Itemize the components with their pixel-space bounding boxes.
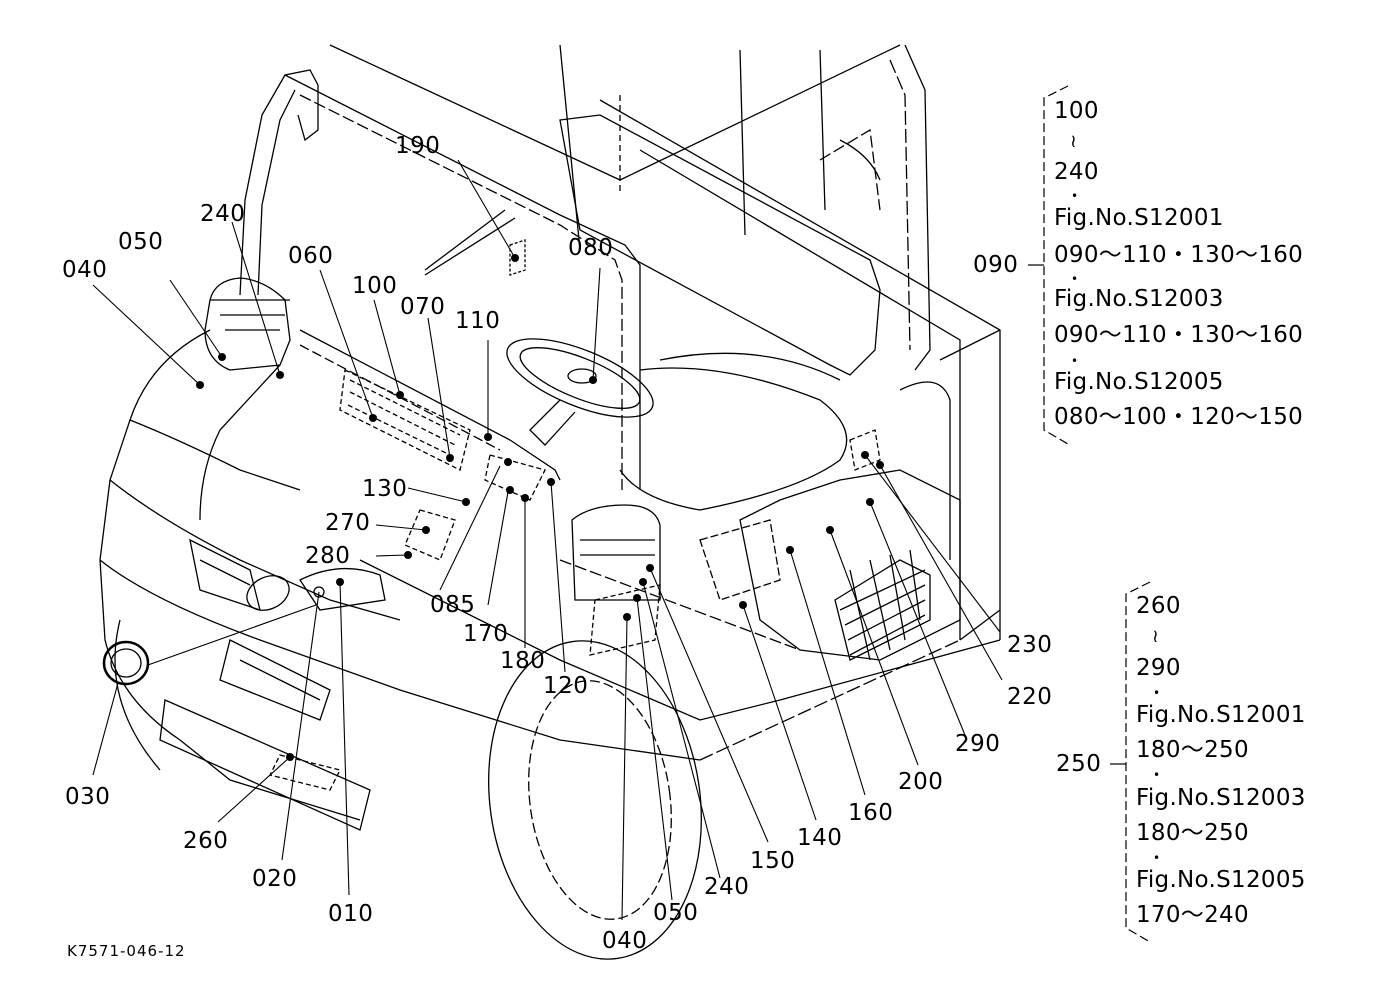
callout-170: 170 bbox=[463, 621, 509, 647]
front-wheel bbox=[114, 619, 702, 960]
callout-020: 020 bbox=[252, 866, 298, 892]
callout-260: 260 bbox=[183, 828, 229, 854]
callout-060: 060 bbox=[288, 243, 334, 269]
note-line: Fig.No.S12001 bbox=[1054, 205, 1224, 231]
callout-110: 110 bbox=[455, 308, 501, 334]
rops-frame bbox=[239, 44, 931, 490]
note-line: Fig.No.S12003 bbox=[1136, 785, 1306, 811]
bracket-090 bbox=[1028, 85, 1069, 445]
callout-150: 150 bbox=[750, 848, 796, 874]
note-line: 090～110・130～160 bbox=[1054, 322, 1304, 348]
callout-270: 270 bbox=[325, 510, 371, 536]
callout-070: 070 bbox=[400, 294, 446, 320]
rops-boot-left bbox=[210, 299, 290, 331]
steering-wheel bbox=[506, 338, 654, 446]
callout-220: 220 bbox=[1007, 684, 1053, 710]
group-ref-090: 090 bbox=[973, 252, 1019, 278]
note-line: ≀ bbox=[1152, 626, 1160, 647]
callout-100: 100 bbox=[352, 273, 398, 299]
right-fender bbox=[699, 381, 961, 661]
decal-strip bbox=[269, 369, 881, 791]
callout-040-right: 040 bbox=[602, 928, 648, 954]
note-line: ≀ bbox=[1070, 131, 1078, 152]
callout-080: 080 bbox=[568, 235, 614, 261]
note-line: 090～110・130～160 bbox=[1054, 242, 1304, 268]
emblem-030 bbox=[102, 640, 150, 686]
callout-050-right: 050 bbox=[653, 900, 699, 926]
callout-160: 160 bbox=[848, 800, 894, 826]
group-ref-250: 250 bbox=[1056, 751, 1102, 777]
callout-280: 280 bbox=[305, 543, 351, 569]
callout-180: 180 bbox=[500, 648, 546, 674]
note-line: Fig.No.S12005 bbox=[1054, 369, 1224, 395]
note-line: • bbox=[1153, 851, 1161, 865]
callout-290: 290 bbox=[955, 731, 1001, 757]
note-line: 180～250 bbox=[1136, 820, 1249, 846]
callout-050: 050 bbox=[118, 229, 164, 255]
bracket-250 bbox=[1110, 581, 1151, 943]
seat bbox=[559, 114, 881, 511]
rops-boot-right bbox=[571, 504, 661, 601]
note-line: Fig.No.S12005 bbox=[1136, 867, 1306, 893]
note-line: Fig.No.S12003 bbox=[1054, 286, 1224, 312]
callout-240-right: 240 bbox=[704, 874, 750, 900]
callout-120: 120 bbox=[543, 673, 589, 699]
note-line: • bbox=[1071, 354, 1079, 368]
callout-230: 230 bbox=[1007, 632, 1053, 658]
callout-dots bbox=[196, 254, 884, 761]
note-line: 170～240 bbox=[1136, 902, 1249, 928]
headlights bbox=[246, 567, 386, 611]
note-line: • bbox=[1153, 768, 1161, 782]
note-line: 290 bbox=[1136, 655, 1181, 681]
note-line: • bbox=[1071, 189, 1079, 203]
note-line: 180～250 bbox=[1136, 737, 1249, 763]
callout-030: 030 bbox=[65, 784, 111, 810]
decal-190 bbox=[424, 209, 526, 276]
callout-190: 190 bbox=[395, 133, 441, 159]
callout-240: 240 bbox=[200, 201, 246, 227]
note-line: 240 bbox=[1054, 159, 1099, 185]
note-line: Fig.No.S12001 bbox=[1136, 702, 1306, 728]
washer-020 bbox=[313, 586, 325, 598]
note-line: 080～100・120～150 bbox=[1054, 404, 1304, 430]
callout-140: 140 bbox=[797, 825, 843, 851]
callout-040: 040 bbox=[62, 257, 108, 283]
callout-085: 085 bbox=[430, 592, 476, 618]
front-body bbox=[99, 277, 1001, 821]
note-line: • bbox=[1153, 686, 1161, 700]
callout-010: 010 bbox=[328, 901, 374, 927]
callout-130: 130 bbox=[362, 476, 408, 502]
note-line: • bbox=[1071, 272, 1079, 286]
note-line: 260 bbox=[1136, 593, 1181, 619]
callout-200: 200 bbox=[898, 769, 944, 795]
figure-code: K7571-046-12 bbox=[67, 942, 186, 960]
note-line: 100 bbox=[1054, 98, 1099, 124]
leader-lines bbox=[92, 159, 1003, 921]
